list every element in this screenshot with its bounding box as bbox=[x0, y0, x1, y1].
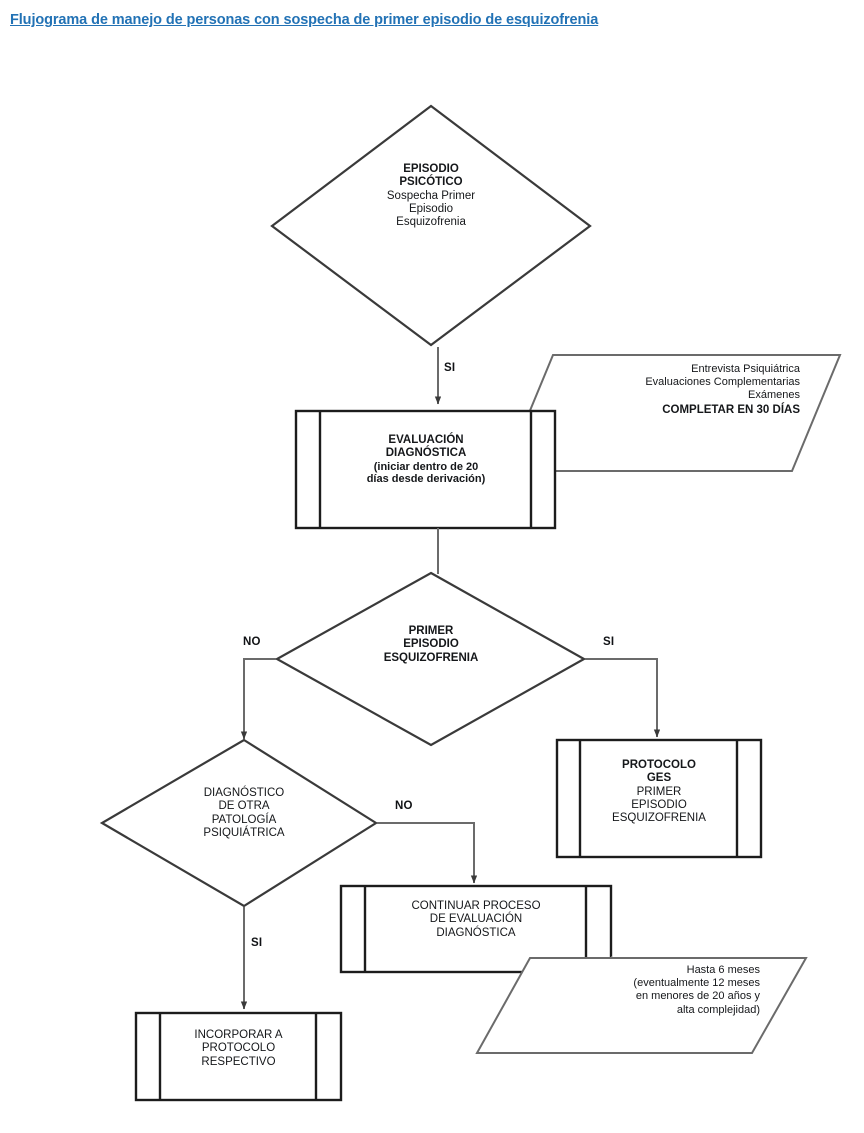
node-nota-examenes-label: Entrevista Psiquiátrica Evaluaciones Com… bbox=[545, 363, 800, 417]
edge-label-otra-no: NO bbox=[395, 800, 413, 812]
node-nota-duracion-label: Hasta 6 meses (eventualmente 12 meses en… bbox=[515, 964, 760, 1017]
node-nota-duracion bbox=[475, 957, 808, 1054]
node-incorporar-protocolo bbox=[134, 1011, 343, 1102]
line-3: Exámenes bbox=[748, 389, 800, 402]
line-4: alta complejidad) bbox=[676, 1003, 760, 1016]
node-primer-episodio-esquizofrenia bbox=[274, 571, 587, 747]
edge-label-primer-si: SI bbox=[603, 636, 615, 648]
edge-otra-no bbox=[377, 822, 478, 884]
line-1: Entrevista Psiquiátrica bbox=[691, 363, 800, 375]
edge-label-primer-no: NO bbox=[243, 636, 261, 648]
node-episodio-psicotico bbox=[270, 104, 592, 347]
node-diagnostico-otra-patologia bbox=[99, 738, 379, 908]
edge-label-psicotico-si: SI bbox=[444, 362, 456, 374]
page-title: Flujograma de manejo de personas con sos… bbox=[10, 12, 599, 28]
edge-label-otra-si: SI bbox=[251, 937, 263, 949]
node-evaluacion-diagnostica bbox=[294, 409, 557, 530]
line-4: COMPLETAR EN 30 DÍAS bbox=[662, 403, 800, 416]
line-1: Hasta 6 meses bbox=[686, 964, 760, 976]
edge-primer-no bbox=[240, 658, 276, 740]
line-2: (eventualmente 12 meses bbox=[633, 977, 760, 990]
edge-primer-si bbox=[585, 658, 661, 738]
line-2: Evaluaciones Complementarias bbox=[645, 376, 800, 389]
node-protocolo-ges bbox=[555, 738, 763, 859]
line-3: en menores de 20 años y bbox=[635, 990, 760, 1003]
